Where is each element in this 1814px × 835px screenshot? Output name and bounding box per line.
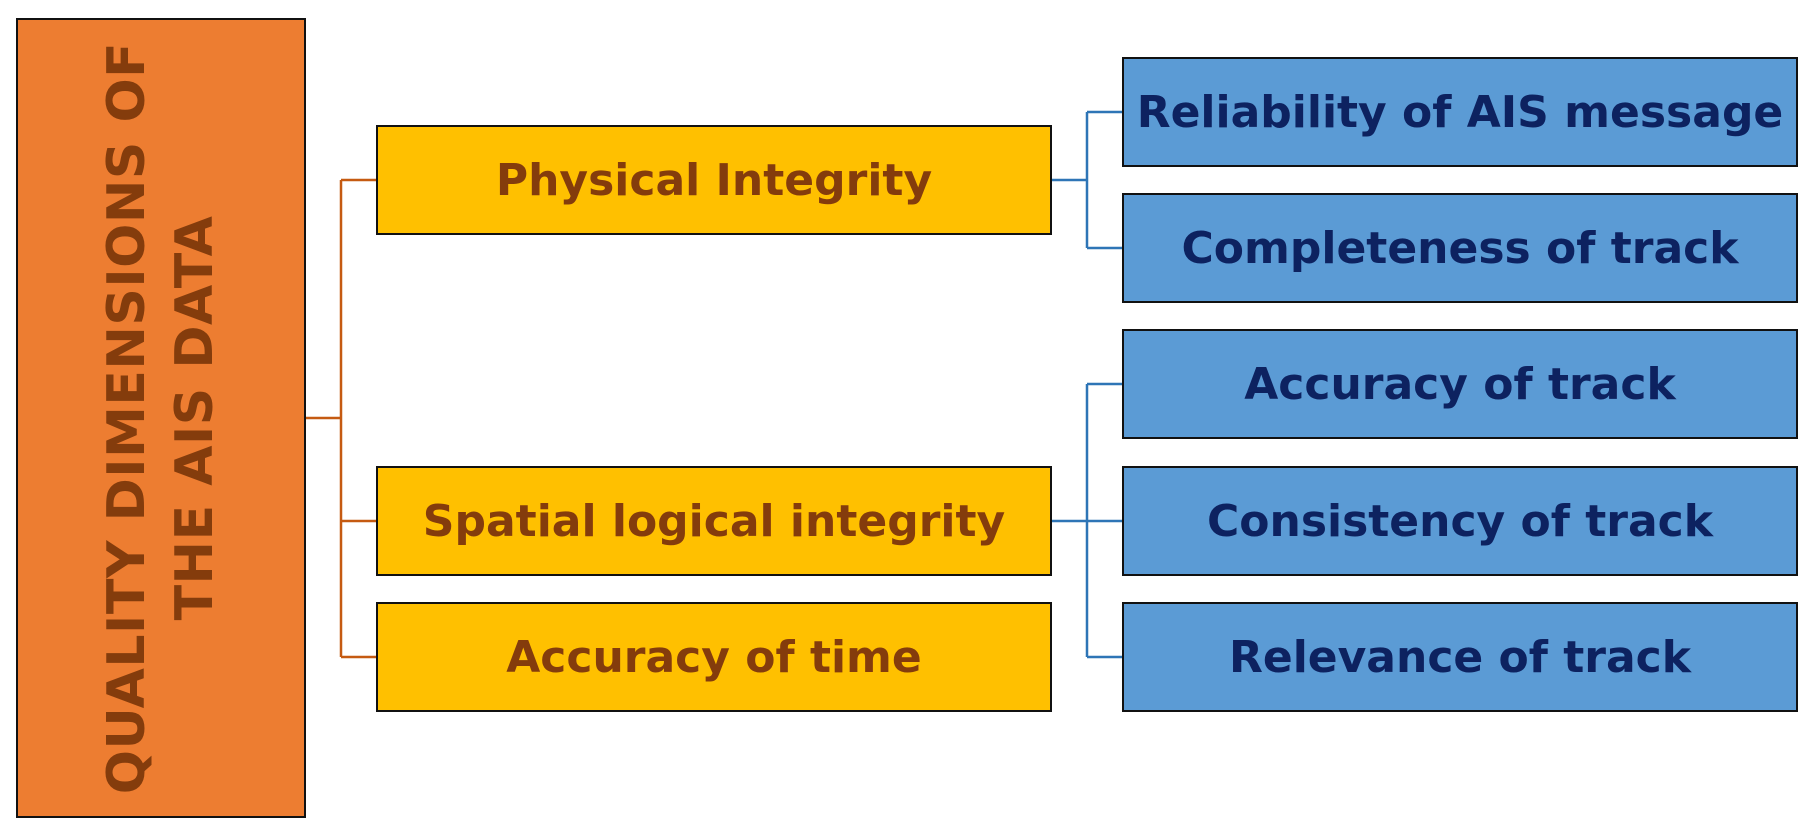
sub-consistency-of-track: Consistency of track: [1122, 466, 1798, 576]
root-title-line2: THE AIS DATA: [165, 215, 226, 621]
sub-accuracy-of-track: Accuracy of track: [1122, 329, 1798, 439]
sub-completeness-of-track: Completeness of track: [1122, 193, 1798, 303]
sub-reliability-of-ais-message: Reliability of AIS message: [1122, 57, 1798, 167]
root-node: QUALITY DIMENSIONS OF THE AIS DATA: [16, 18, 306, 818]
dimension-physical-integrity: Physical Integrity: [376, 125, 1052, 235]
dimension-spatial-logical-integrity: Spatial logical integrity: [376, 466, 1052, 576]
root-title-line1: QUALITY DIMENSIONS OF: [97, 41, 158, 795]
root-title: QUALITY DIMENSIONS OF THE AIS DATA: [93, 42, 229, 794]
sub-relevance-of-track: Relevance of track: [1122, 602, 1798, 712]
dimension-accuracy-of-time: Accuracy of time: [376, 602, 1052, 712]
